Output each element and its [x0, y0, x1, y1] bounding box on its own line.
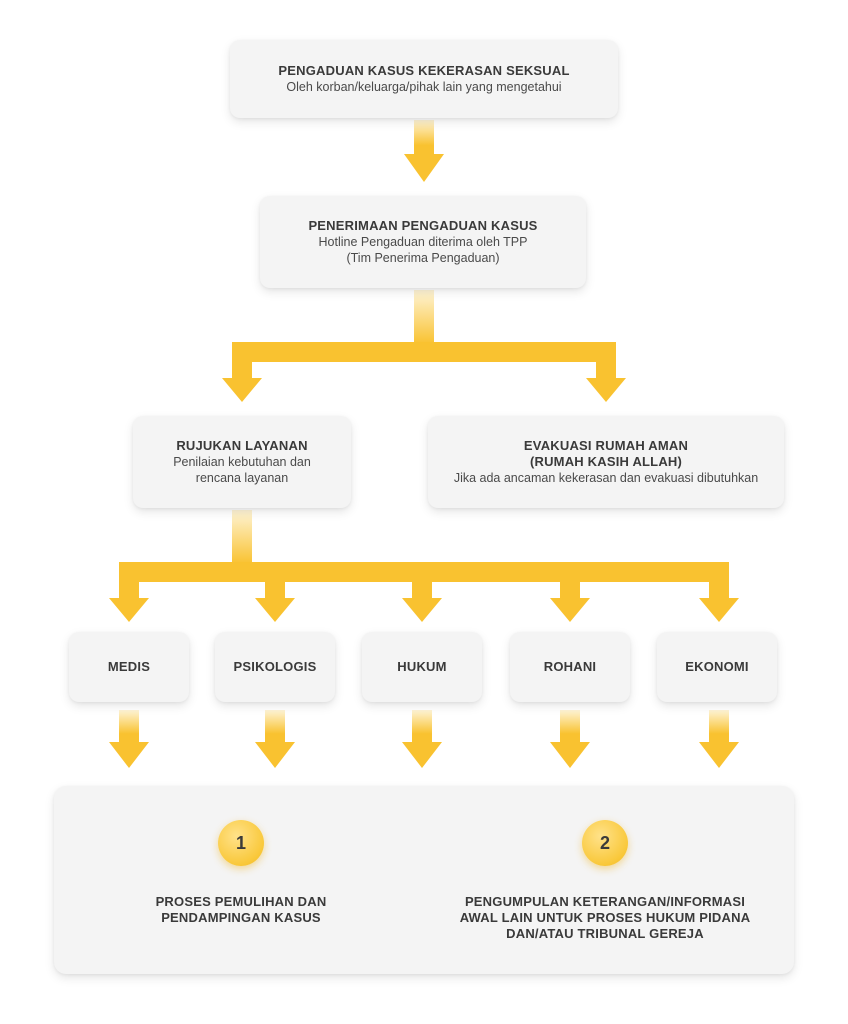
outcome-2-number-badge: 2 [582, 820, 628, 866]
evacuation-title-2: (RUMAH KASIH ALLAH) [529, 454, 683, 469]
outcome-2-line-3: DAN/ATAU TRIBUNAL GEREJA [506, 926, 704, 941]
evacuation-line-1: Jika ada ancaman kekerasan dan evakuasi … [453, 471, 759, 485]
outcome-1-text: PROSES PEMULIHAN DAN PENDAMPINGAN KASUS [91, 894, 391, 926]
outcomes-box: 1 2 PROSES PEMULIHAN DAN PENDAMPINGAN KA… [54, 786, 794, 974]
referral-line-1: Penilaian kebutuhan dan [173, 455, 311, 469]
evacuation-box: EVAKUASI RUMAH AMAN (RUMAH KASIH ALLAH) … [428, 416, 784, 508]
arrow-services-to-outcomes [109, 710, 739, 768]
service-box-psikologis: PSIKOLOGIS [215, 632, 335, 702]
complaint-title: PENGADUAN KASUS KEKERASAN SEKSUAL [278, 63, 570, 78]
service-box-medis: MEDIS [69, 632, 189, 702]
outcome-2-line-2: AWAL LAIN UNTUK PROSES HUKUM PIDANA [459, 910, 751, 925]
service-label: HUKUM [397, 659, 447, 674]
service-box-hukum: HUKUM [362, 632, 482, 702]
service-label: PSIKOLOGIS [233, 659, 317, 674]
service-label: MEDIS [107, 659, 151, 674]
complaint-box: PENGADUAN KASUS KEKERASAN SEKSUAL Oleh k… [230, 40, 618, 118]
complaint-subtitle: Oleh korban/keluarga/pihak lain yang men… [286, 80, 562, 94]
receipt-line-1: Hotline Pengaduan diterima oleh TPP [318, 235, 528, 249]
service-label: ROHANI [543, 659, 597, 674]
arrow-receipt-branch [222, 290, 626, 402]
referral-title: RUJUKAN LAYANAN [176, 438, 308, 453]
evacuation-title-1: EVAKUASI RUMAH AMAN [523, 438, 689, 453]
receipt-title: PENERIMAAN PENGADUAN KASUS [308, 218, 538, 233]
service-box-ekonomi: EKONOMI [657, 632, 777, 702]
service-box-rohani: ROHANI [510, 632, 630, 702]
referral-box: RUJUKAN LAYANAN Penilaian kebutuhan dan … [133, 416, 351, 508]
arrow-complaint-to-receipt [404, 120, 444, 182]
outcome-1-number-badge: 1 [218, 820, 264, 866]
service-label: EKONOMI [685, 659, 749, 674]
outcome-1-line-1: PROSES PEMULIHAN DAN [155, 894, 327, 909]
receipt-line-2: (Tim Penerima Pengaduan) [346, 251, 500, 265]
receipt-box: PENERIMAAN PENGADUAN KASUS Hotline Penga… [260, 196, 586, 288]
arrow-referral-branch [109, 510, 739, 622]
outcome-1-line-2: PENDAMPINGAN KASUS [161, 910, 321, 925]
outcome-2-line-1: PENGUMPULAN KETERANGAN/INFORMASI [464, 894, 746, 909]
referral-line-2: rencana layanan [195, 471, 289, 485]
outcome-2-text: PENGUMPULAN KETERANGAN/INFORMASI AWAL LA… [455, 894, 755, 942]
